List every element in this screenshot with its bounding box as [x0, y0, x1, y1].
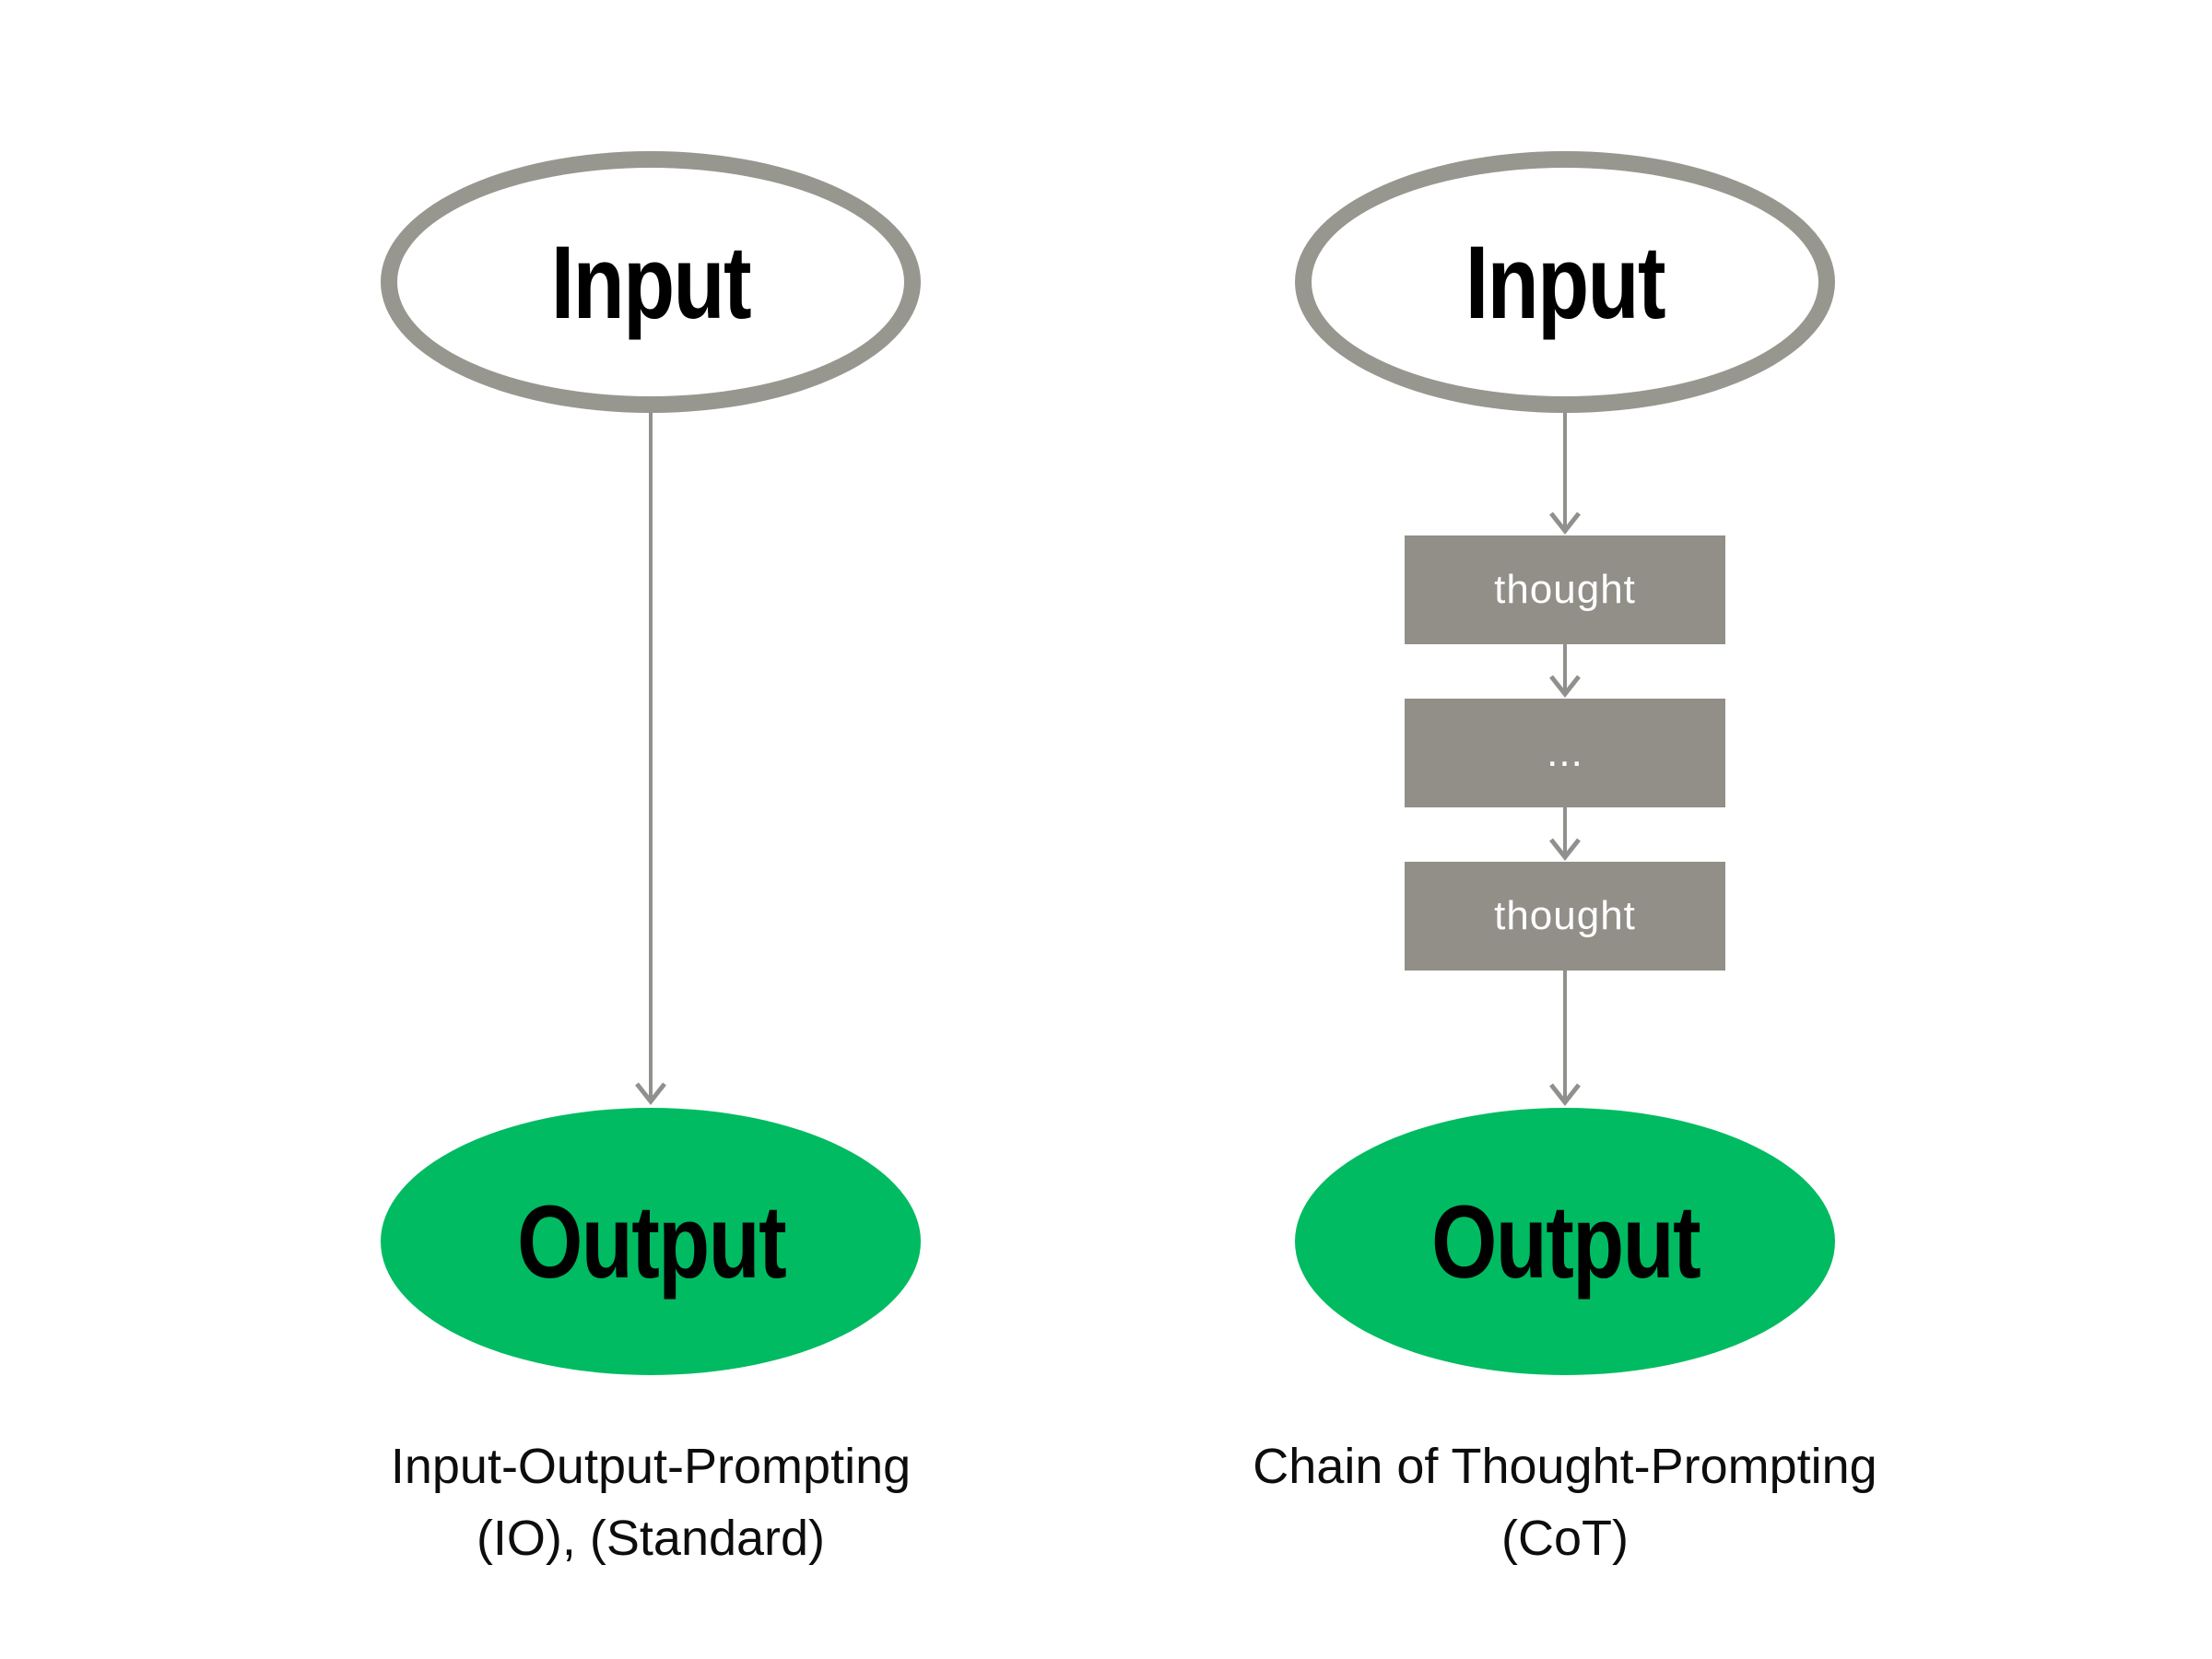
io-output-ellipse: Output: [381, 1108, 921, 1375]
thought-label: thought: [1494, 567, 1636, 612]
io-caption-line1: Input-Output-Prompting: [390, 1439, 912, 1494]
arrow-down-icon: [635, 413, 666, 1106]
io-caption: Input-Output-Prompting (IO), (Standard): [300, 1430, 1001, 1574]
thought-label: thought: [1494, 893, 1636, 938]
io-input-label: Input: [550, 224, 752, 340]
cot-caption-line2: (CoT): [1501, 1511, 1629, 1566]
cot-input-ellipse: Input: [1295, 151, 1835, 413]
cot-caption: Chain of Thought-Prompting (CoT): [1215, 1430, 1915, 1574]
cot-caption-line1: Chain of Thought-Prompting: [1253, 1439, 1877, 1494]
arrow-down-icon: [1549, 971, 1581, 1107]
arrow-down-icon: [1549, 413, 1581, 535]
ellipsis-label: ...: [1547, 730, 1583, 775]
io-caption-line2: (IO), (Standard): [476, 1511, 826, 1566]
cot-input-label: Input: [1465, 224, 1666, 340]
ellipsis-box: ...: [1405, 699, 1725, 807]
arrow-down-icon: [1549, 807, 1581, 862]
thought-box: thought: [1405, 535, 1725, 644]
thought-box: thought: [1405, 862, 1725, 971]
cot-output-label: Output: [1430, 1183, 1700, 1300]
cot-output-ellipse: Output: [1295, 1108, 1835, 1375]
io-output-label: Output: [516, 1183, 786, 1300]
arrow-down-icon: [1549, 644, 1581, 699]
io-input-ellipse: Input: [381, 151, 921, 413]
